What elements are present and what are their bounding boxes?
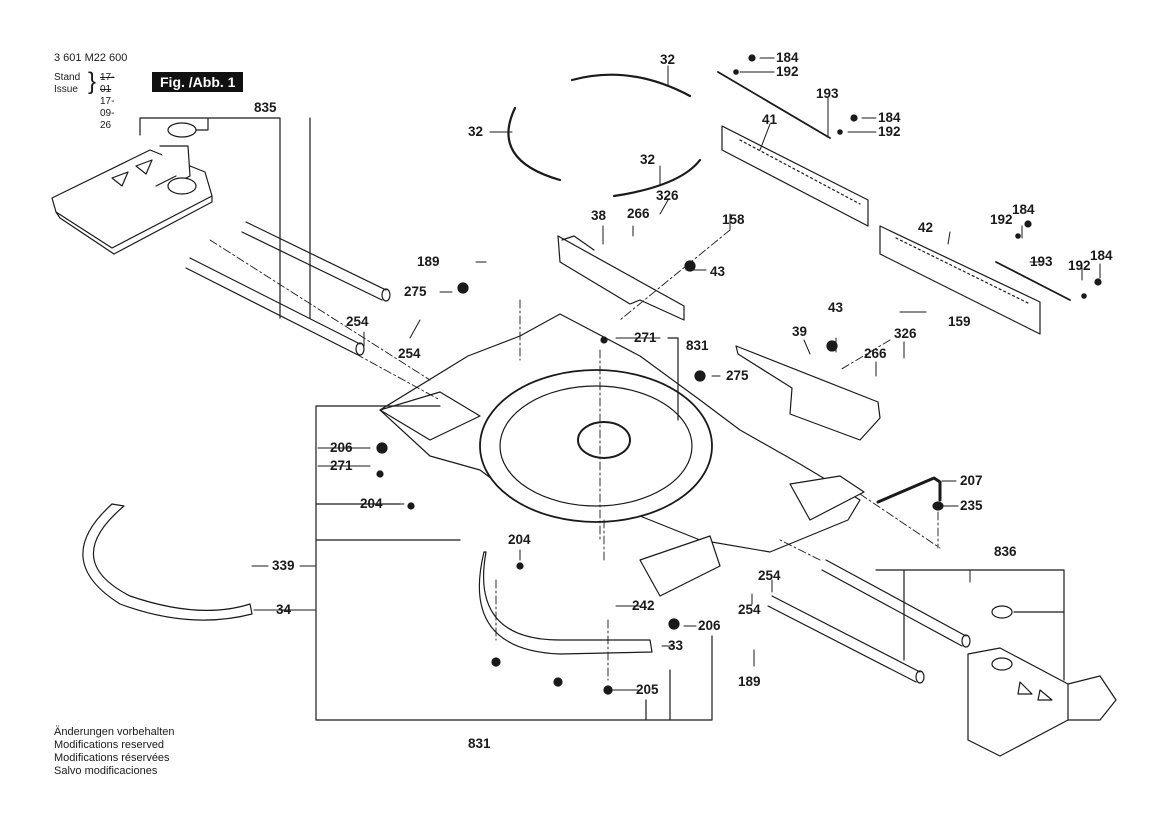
part-label-189: 189 [738,674,761,689]
part-label-254: 254 [346,314,369,329]
part-label-326: 326 [894,326,917,341]
revision-block: Stand Issue } 17-01 17-09-26 [54,70,114,132]
document-number: 3 601 M22 600 [54,52,128,64]
note-en: Modifications reserved [54,739,165,751]
part-label-39: 39 [792,324,808,339]
part-label-254: 254 [758,568,781,583]
rod-193-upper [717,71,831,139]
part-label-43: 43 [828,300,844,315]
hardware-fasteners [376,54,1102,695]
pointer-33 [478,551,653,655]
part-label-158: 158 [722,212,745,227]
part-label-266: 266 [627,206,650,221]
part-label-266: 266 [864,346,887,361]
part-label-835: 835 [254,100,277,115]
part-label-339: 339 [272,558,295,573]
knob-235 [932,501,944,511]
note-es: Salvo modificaciones [54,765,158,777]
part-label-836: 836 [994,544,1017,559]
part-label-206: 206 [330,440,353,455]
bracket-836 [875,569,1065,681]
part-label-242: 242 [632,598,655,613]
part-label-159: 159 [948,314,971,329]
part-label-275: 275 [404,284,427,299]
bevel-scale-34 [82,503,253,621]
part-label-326: 326 [656,188,679,203]
issue-label: Issue [54,84,78,95]
part-label-184: 184 [1012,202,1035,217]
rod-193-lower [995,261,1071,301]
left-extension-table [51,122,213,255]
assembly-lines [209,229,941,681]
part-label-831: 831 [686,338,709,353]
leader-lines [251,57,1101,691]
part-label-192: 192 [1068,258,1091,273]
fence-41 [721,125,869,227]
fence-38 [557,235,685,321]
part-label-275: 275 [726,368,749,383]
part-label-33: 33 [668,638,684,653]
part-label-184: 184 [878,110,901,125]
part-label-205: 205 [636,682,659,697]
note-fr: Modifications réservées [54,752,170,764]
part-label-271: 271 [330,458,353,473]
part-label-192: 192 [776,64,799,79]
part-label-41: 41 [762,112,778,127]
part-label-34: 34 [276,602,292,617]
part-label-193: 193 [1030,254,1053,269]
part-label-192: 192 [990,212,1013,227]
part-label-193: 193 [816,86,839,101]
note-de: Änderungen vorbehalten [54,726,175,738]
part-label-189: 189 [417,254,440,269]
bracket-835 [139,117,311,319]
part-label-254: 254 [738,602,761,617]
part-label-271: 271 [634,330,657,345]
part-label-43: 43 [710,264,726,279]
right-extension-table [967,605,1117,757]
part-label-831: 831 [468,736,491,751]
brace-icon: } [88,68,97,95]
part-label-184: 184 [1090,248,1113,263]
part-label-204: 204 [360,496,383,511]
part-label-42: 42 [918,220,934,235]
right-rods [767,559,971,684]
stand-label: Stand [54,72,81,83]
footer-notes: Änderungen vorbehalten Modifications res… [54,726,174,778]
part-label-38: 38 [591,208,607,223]
part-label-207: 207 [960,473,983,488]
part-label-32: 32 [640,152,656,167]
part-label-254: 254 [398,346,421,361]
bracket-831-upper [667,337,679,421]
hex-key-207 [876,476,942,504]
part-label-32: 32 [468,124,484,139]
blade-guard-arcs [507,73,702,198]
issue-value: 17-09-26 [100,96,115,131]
part-label-206: 206 [698,618,721,633]
main-base [379,313,865,597]
figure-label: Fig. /Abb. 1 [152,72,244,92]
part-label-184: 184 [776,50,799,65]
fence-39 [735,345,881,441]
part-label-204: 204 [508,532,531,547]
fence-42 [879,225,1041,335]
revision-values: 17-01 17-09-26 [100,72,114,132]
stand-value: 17-01 [100,72,115,95]
part-label-32: 32 [660,52,676,67]
part-label-192: 192 [878,124,901,139]
part-label-235: 235 [960,498,983,513]
left-rods [185,221,391,356]
